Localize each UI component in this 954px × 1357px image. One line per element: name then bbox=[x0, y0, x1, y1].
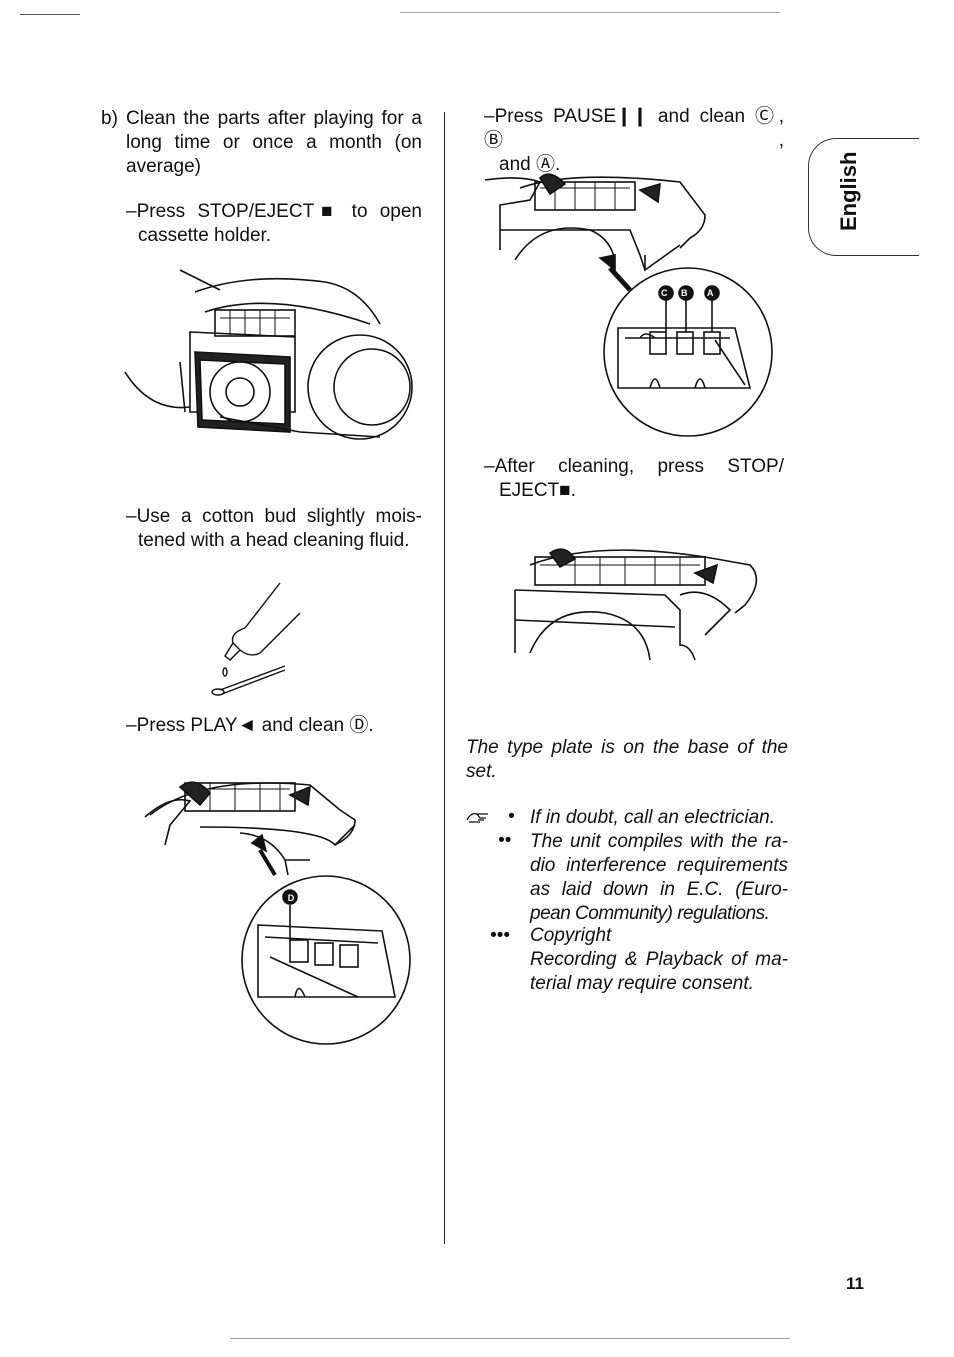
type-plate-line-2: set. bbox=[466, 761, 497, 782]
note-marker-1: • bbox=[508, 806, 515, 827]
label-d: D bbox=[287, 893, 295, 903]
stop-eject-line-2: cassette holder. bbox=[138, 225, 272, 246]
stop-eject-line-1: –Press STOP/EJECT■ to open bbox=[126, 201, 422, 222]
step-b-text: Clean the parts after playing for a long… bbox=[126, 107, 422, 179]
label-a: A bbox=[707, 288, 714, 298]
label-b: B bbox=[681, 288, 688, 298]
pause-line-2: and Ⓐ. bbox=[499, 154, 561, 175]
cotton-bud-instruction: –Use a cotton bud slightly mois- tened w… bbox=[126, 505, 422, 553]
play-cleaning-illustration bbox=[144, 781, 411, 1045]
interference-note: The unit compiles with the ra- dio inter… bbox=[530, 830, 788, 926]
note-marker-2: •• bbox=[498, 830, 512, 851]
copyright-line-1: Recording & Playback of ma- bbox=[530, 949, 788, 970]
scan-edge-bottom bbox=[230, 1338, 790, 1339]
play-instruction: –Press PLAY◄ and clean Ⓓ. bbox=[126, 715, 374, 736]
interference-line-2: dio interference requirements bbox=[530, 855, 788, 876]
interference-line-3: as laid down in E.C. (Euro- bbox=[530, 879, 788, 900]
language-tab bbox=[808, 138, 919, 256]
label-c: C bbox=[661, 288, 668, 298]
pointing-hand-icon bbox=[466, 812, 488, 823]
scan-edge-top bbox=[20, 14, 80, 15]
language-tab-label: English bbox=[836, 151, 861, 231]
after-line-1: –After cleaning, press STOP/ bbox=[484, 456, 784, 477]
step-b-line-3: average) bbox=[126, 156, 201, 177]
electrician-note: If in doubt, call an electrician. bbox=[530, 807, 776, 828]
copyright-line-2: terial may require consent. bbox=[530, 973, 754, 994]
column-divider bbox=[444, 112, 445, 1244]
copyright-title: Copyright bbox=[530, 925, 612, 946]
pause-line-1: –Press PAUSE❙❙ and clean Ⓒ, Ⓑ, bbox=[484, 106, 784, 151]
type-plate-note: The type plate is on the base of the set… bbox=[466, 736, 788, 784]
interference-line-1: The unit compiles with the ra- bbox=[530, 831, 788, 852]
pause-instruction: –Press PAUSE❙❙ and clean Ⓒ, Ⓑ, and Ⓐ. bbox=[484, 105, 784, 177]
page-number: 11 bbox=[846, 1274, 864, 1293]
step-b-line-2: long time or once a month (on bbox=[126, 132, 422, 153]
note-marker-3: ••• bbox=[490, 925, 510, 946]
after-cleaning-instruction: –After cleaning, press STOP/ EJECT■. bbox=[484, 455, 784, 503]
after-line-2: EJECT■. bbox=[499, 480, 576, 501]
stop-eject-illustration bbox=[514, 548, 758, 661]
scan-edge-top-2 bbox=[400, 12, 780, 13]
copyright-note: Copyright Recording & Playback of ma- te… bbox=[530, 924, 788, 996]
interference-line-4: pean Community) regulations. bbox=[530, 903, 770, 924]
cleaning-fluid-illustration bbox=[211, 582, 301, 696]
step-b-line-1: Clean the parts after playing for a bbox=[126, 108, 422, 129]
radio-cassette-illustration bbox=[124, 269, 413, 440]
cotton-bud-line-1: –Use a cotton bud slightly mois- bbox=[126, 506, 422, 527]
type-plate-line-1: The type plate is on the base of the bbox=[466, 737, 788, 758]
pause-cleaning-illustration bbox=[484, 173, 773, 437]
cotton-bud-line-2: tened with a head cleaning fluid. bbox=[138, 530, 410, 551]
step-b-marker: b) bbox=[101, 108, 118, 129]
stop-eject-instruction: –Press STOP/EJECT■ to open cassette hold… bbox=[126, 200, 422, 248]
